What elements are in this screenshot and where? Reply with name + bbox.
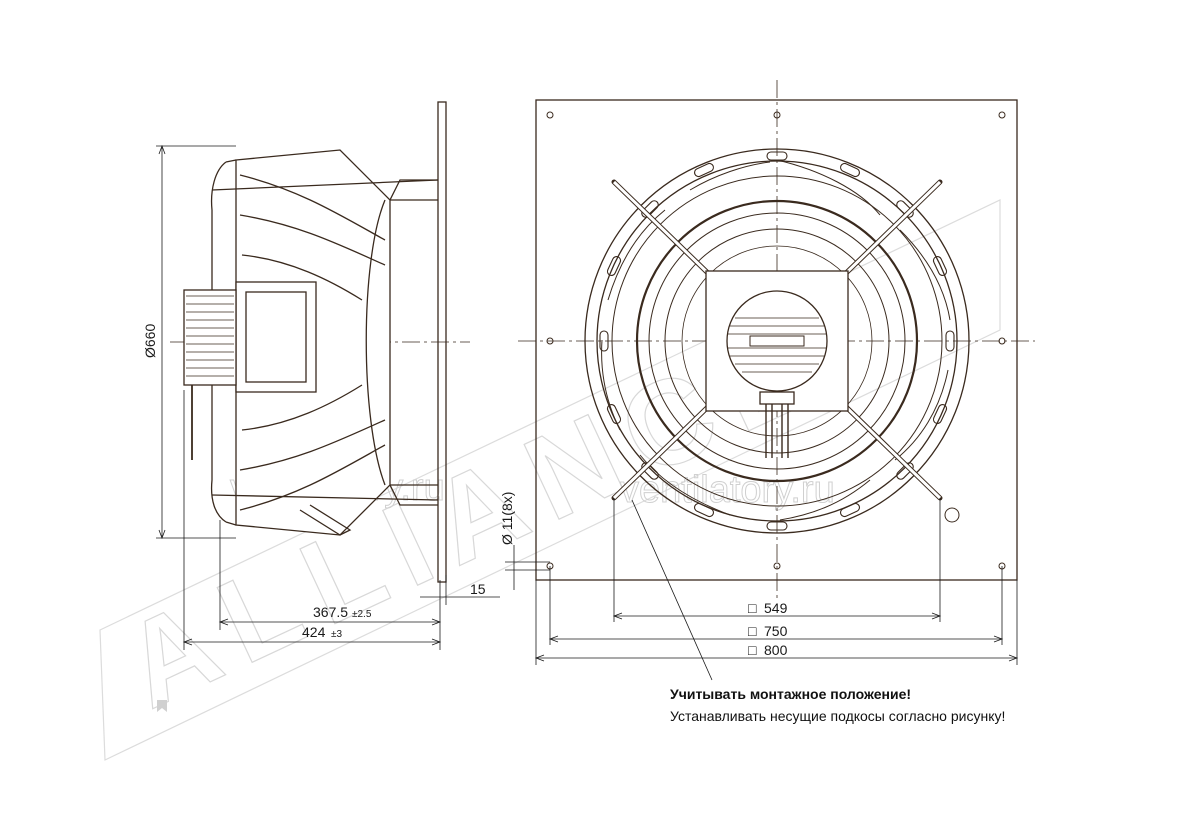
front-mounting-plate — [535, 99, 1018, 581]
dim-750: 750 — [764, 623, 788, 639]
dim-549: 549 — [764, 600, 788, 616]
dim-549-label: □ 549 — [748, 600, 788, 616]
dim-15: 15 — [470, 581, 486, 597]
front-view — [518, 80, 1035, 600]
watermark-site-right: ventilatory.ru — [620, 469, 835, 511]
dim-367-5-tolerance: ±2.5 — [352, 609, 372, 620]
square-symbol-549: □ — [748, 600, 757, 616]
side-dimensions — [156, 144, 500, 650]
dim-800-label: □ 800 — [748, 642, 788, 658]
impeller-blades — [601, 159, 951, 521]
side-view — [170, 101, 470, 583]
dim-424: 424 — [302, 624, 326, 640]
watermark-bookmark-icon — [157, 700, 167, 712]
dim-750-label: □ 750 — [748, 623, 788, 639]
front-dimensions — [505, 498, 1019, 681]
dim-diameter-660: Ø660 — [142, 324, 158, 358]
dim-424-tolerance: ±3 — [331, 629, 342, 640]
square-symbol-800: □ — [748, 642, 757, 658]
note-mounting-position: Учитывать монтажное положение! — [670, 686, 912, 702]
dim-hole-diameter: Ø 11(8x) — [499, 492, 515, 545]
dim-367-5: 367.5 — [313, 604, 348, 620]
dim-800: 800 — [764, 642, 788, 658]
impeller-slots — [599, 151, 955, 531]
mounting-holes — [546, 111, 1006, 570]
square-symbol-750: □ — [748, 623, 757, 639]
note-struts-instruction: Устанавливать несущие подкосы согласно р… — [670, 708, 1006, 724]
